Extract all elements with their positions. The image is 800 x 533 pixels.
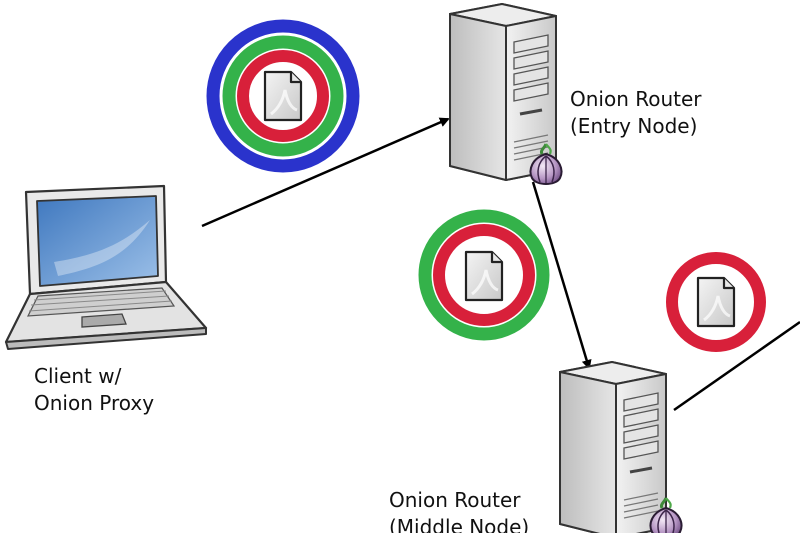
encryption-rings-one-layer <box>666 252 766 352</box>
client-label-line2: Onion Proxy <box>34 391 155 415</box>
encryption-rings-two-layers <box>418 209 550 341</box>
document-icon-1 <box>263 70 303 122</box>
server-icon-entry <box>448 2 558 182</box>
arrow-entry-to-middle <box>531 181 592 370</box>
entry-node-label-line1: Onion Router <box>570 87 702 111</box>
document-icon-3 <box>696 276 736 328</box>
client-label-line1: Client w/ <box>34 364 122 388</box>
encryption-rings-three-layers <box>206 19 360 173</box>
entry-node-label-line2: (Entry Node) <box>570 114 698 138</box>
laptop-icon <box>4 184 208 350</box>
server-icon-middle <box>558 360 668 533</box>
arrow-client-to-entry <box>201 117 450 228</box>
middle-node-label-line2: (Middle Node) <box>389 515 530 533</box>
entry-node-label: Onion Router (Entry Node) <box>570 86 702 140</box>
line-middle-to-exit <box>673 320 800 412</box>
client-label: Client w/ Onion Proxy <box>34 363 154 417</box>
document-icon-2 <box>464 250 504 302</box>
middle-node-label: Onion Router (Middle Node) <box>389 487 529 533</box>
middle-node-label-line1: Onion Router <box>389 488 521 512</box>
